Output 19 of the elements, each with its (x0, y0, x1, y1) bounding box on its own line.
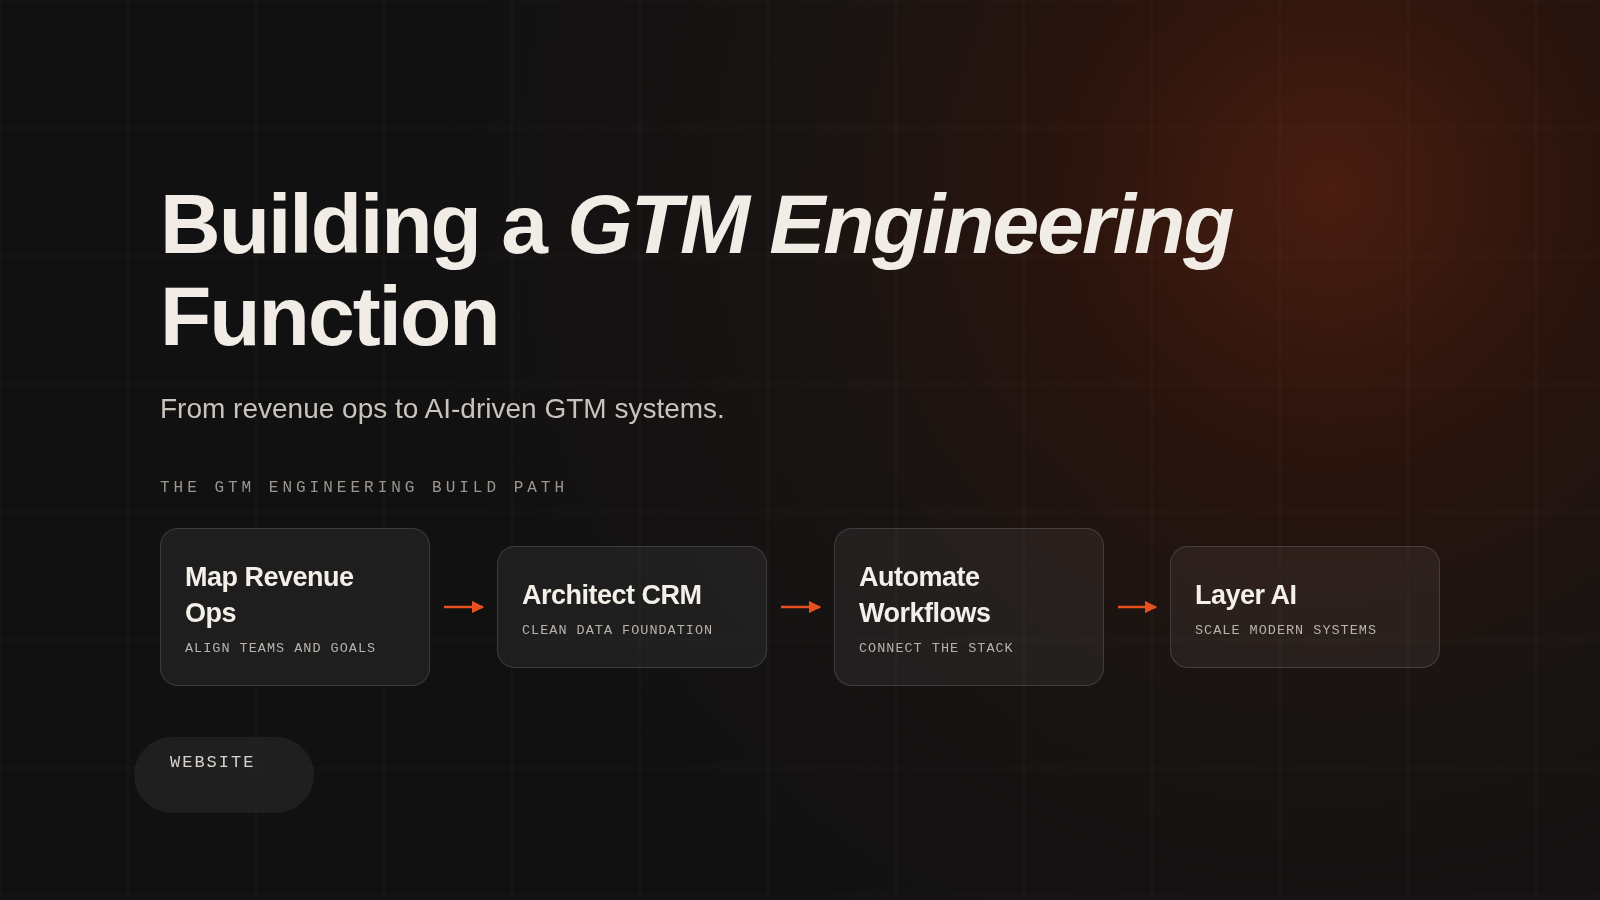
step-card (834, 528, 1104, 686)
website-label: WEBSITE (170, 753, 256, 772)
arrow (1118, 600, 1158, 614)
step-card (497, 546, 767, 668)
subtitle: From revenue ops to AI-driven GTM systems. (160, 393, 725, 425)
step-card (160, 528, 430, 686)
step-title: Architect CRM (522, 578, 703, 612)
section-heading: THE GTM ENGINEERING BUILD PATH (160, 479, 569, 497)
step-title: Automate Workflows (859, 560, 992, 630)
step-title: Map Revenue Ops (185, 560, 355, 630)
step-subtitle: SCALE MODERN SYSTEMS (1195, 622, 1379, 638)
step-card (1170, 546, 1440, 668)
step-subtitle: CONNECT THE STACK (859, 640, 1015, 656)
step-subtitle: ALIGN TEAMS AND GOALS (185, 640, 378, 656)
arrow (444, 600, 485, 614)
step-title: Layer AI (1195, 578, 1298, 612)
step-subtitle: CLEAN DATA FOUNDATION (522, 622, 715, 638)
title: Building a GTM Engineering Function (160, 178, 1234, 362)
arrow (781, 600, 822, 614)
